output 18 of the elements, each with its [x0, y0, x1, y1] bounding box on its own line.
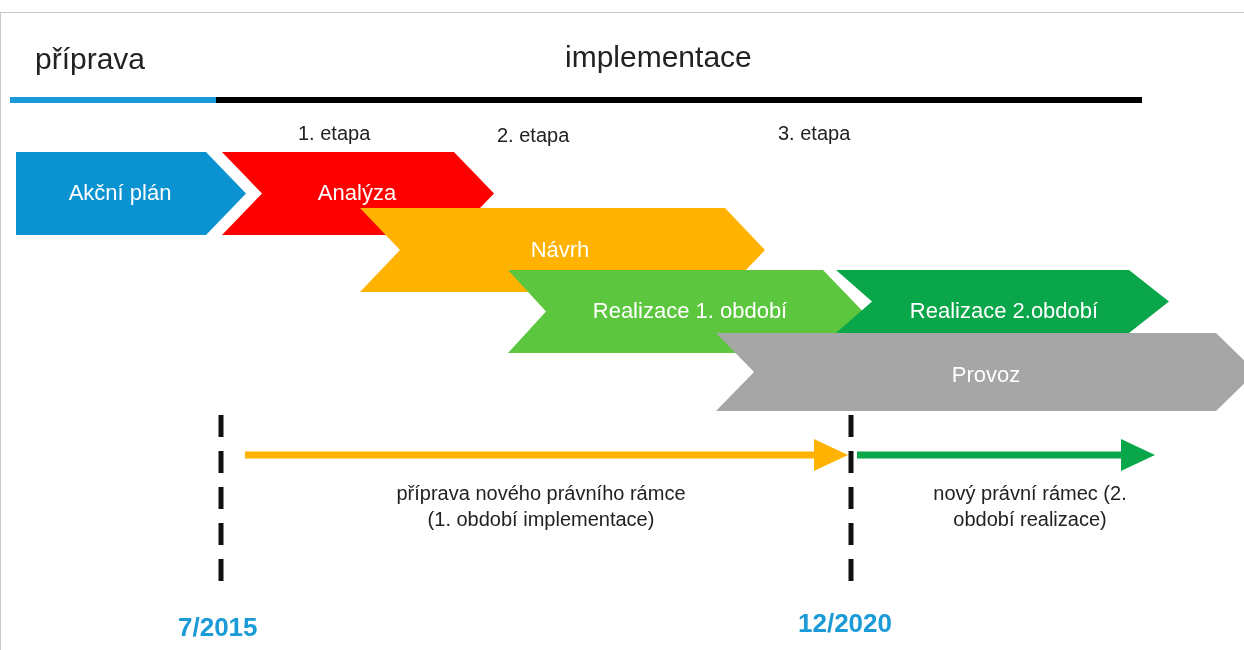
- phase-label: Realizace 2.období: [909, 298, 1099, 324]
- period-description: příprava nového právního rámce (1. období implementace): [395, 481, 687, 532]
- phase-label: Akční plán: [68, 180, 172, 206]
- date-label: 12/2020: [798, 608, 892, 639]
- chevron-bar: [836, 270, 1169, 333]
- phase-label: Analýza: [317, 180, 397, 206]
- chevron-bar: [16, 152, 246, 235]
- stage-label: 2. etapa: [497, 124, 570, 147]
- phase-label: Provoz: [951, 362, 1021, 388]
- phase-label: Realizace 1. období: [592, 298, 788, 324]
- stage-label: 3. etapa: [778, 122, 851, 145]
- period-description: nový právní rámec (2. období realizace): [932, 481, 1128, 532]
- phase-label: Návrh: [530, 237, 590, 263]
- phase-title: implementace: [565, 40, 752, 74]
- date-label: 7/2015: [178, 612, 258, 643]
- stage-label: 1. etapa: [298, 122, 371, 145]
- chevron-bar: [716, 333, 1244, 411]
- phase-title: příprava: [35, 42, 146, 76]
